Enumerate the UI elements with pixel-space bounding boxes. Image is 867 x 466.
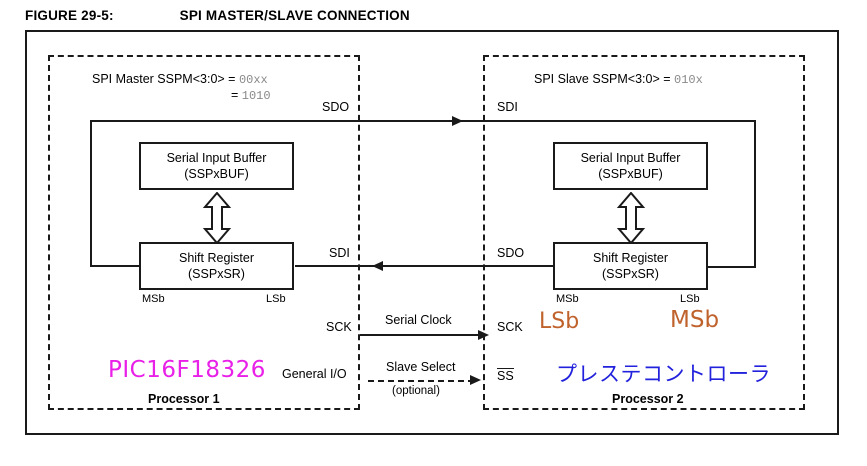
slave-shift-register: Shift Register (SSPxSR) xyxy=(553,242,708,290)
master-sspm-value2: 1010 xyxy=(241,89,271,103)
master-buffer-register: (SSPxBUF) xyxy=(184,167,249,181)
wire-serial-clock xyxy=(360,334,483,336)
wire-sdo-to-sdi-return-bus xyxy=(295,265,553,267)
slave-shift-register-name: (SSPxSR) xyxy=(602,267,659,281)
slave-sdo-pin-label: SDO xyxy=(497,246,525,260)
slave-sspm-text: SPI Slave SSPM<3:0> = xyxy=(534,72,675,86)
master-sspm-value: 00xx xyxy=(238,73,268,87)
master-sck-pin-label: SCK xyxy=(326,320,352,334)
slave-sspm-heading: SPI Slave SSPM<3:0> = 010x xyxy=(534,72,703,87)
slave-sck-pin-label: SCK xyxy=(497,320,523,334)
wire-slave-sdi-down xyxy=(754,120,756,268)
slave-shift-title: Shift Register xyxy=(592,250,669,265)
figure-caption: FIGURE 29-5: SPI MASTER/SLAVE CONNECTION xyxy=(25,8,410,23)
master-msb-label: MSb xyxy=(142,293,165,305)
slave-buffer-shift-bidirectional-arrow xyxy=(614,191,648,249)
sdi-return-arrowhead xyxy=(372,260,383,271)
slave-sdi-pin-label: SDI xyxy=(497,100,518,114)
serial-clock-label: Serial Clock xyxy=(385,313,452,327)
master-sdo-pin-label: SDO xyxy=(322,100,350,114)
processor-2-boundary xyxy=(483,55,805,410)
master-sspm-text: SPI Master SSPM<3:0> = xyxy=(92,72,239,86)
master-sspm-prefix2: = xyxy=(231,88,242,102)
processor-1-boundary xyxy=(48,55,360,410)
annotation-slave-device-name: プレステコントローラ xyxy=(556,362,771,386)
slave-lsb-label: LSb xyxy=(680,293,700,305)
slave-ss-pin-label: SS xyxy=(497,368,514,383)
figure-title: SPI MASTER/SLAVE CONNECTION xyxy=(179,8,410,23)
slave-select-optional-label: (optional) xyxy=(392,385,440,397)
slave-msb-label: MSb xyxy=(556,293,579,305)
slave-select-label: Slave Select xyxy=(386,360,456,374)
slave-sspm-value: 010x xyxy=(674,73,703,87)
figure-frame xyxy=(25,30,839,435)
wire-master-sr-left xyxy=(90,265,141,267)
annotation-slave-shift-right-bit: MSb xyxy=(670,307,720,333)
wire-slave-sr-right-in xyxy=(706,266,756,268)
master-shift-register-name: (SSPxSR) xyxy=(188,267,245,281)
slave-buffer-register: (SSPxBUF) xyxy=(598,167,663,181)
slave-select-arrowhead xyxy=(470,375,481,385)
master-sspm-heading: SPI Master SSPM<3:0> = 00xx xyxy=(92,72,268,87)
slave-ss-pin-text: SS xyxy=(497,368,514,383)
master-sspm-heading-alt: = 1010 xyxy=(231,88,271,103)
master-shift-register: Shift Register (SSPxSR) xyxy=(139,242,294,290)
processor-1-name: Processor 1 xyxy=(148,392,220,406)
annotation-master-part-number: PIC16F18326 xyxy=(108,357,266,383)
sdo-to-sdi-arrowhead xyxy=(452,115,463,126)
wire-master-sdo-up xyxy=(90,120,92,267)
master-lsb-label: LSb xyxy=(266,293,286,305)
figure-number: FIGURE 29-5: xyxy=(25,8,114,23)
master-buffer-shift-bidirectional-arrow xyxy=(200,191,234,249)
wire-slave-select-dashed xyxy=(368,380,474,382)
wire-sdo-to-sdi-bus xyxy=(90,120,756,122)
master-buffer-title: Serial Input Buffer xyxy=(166,150,267,165)
master-general-io-label: General I/O xyxy=(282,367,347,381)
serial-clock-arrowhead xyxy=(478,329,489,340)
master-serial-input-buffer: Serial Input Buffer (SSPxBUF) xyxy=(139,142,294,190)
processor-2-name: Processor 2 xyxy=(612,392,684,406)
slave-buffer-title: Serial Input Buffer xyxy=(580,150,681,165)
slave-serial-input-buffer: Serial Input Buffer (SSPxBUF) xyxy=(553,142,708,190)
master-shift-title: Shift Register xyxy=(178,250,255,265)
master-sdi-pin-label: SDI xyxy=(329,246,350,260)
annotation-slave-shift-left-bit: LSb xyxy=(539,309,580,334)
